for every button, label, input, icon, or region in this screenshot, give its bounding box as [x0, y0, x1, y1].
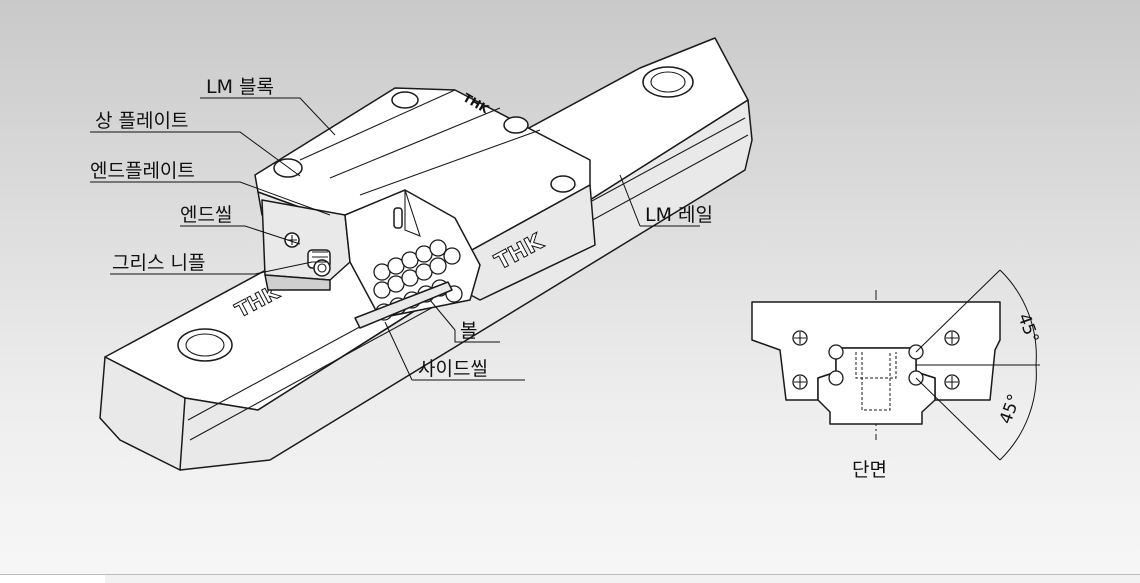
label-end-seal: 엔드씰: [180, 204, 232, 226]
block-bolt-hole-3: [503, 116, 529, 134]
label-end-plate: 엔드플레이트: [90, 160, 195, 182]
bottom-bar-left-segment: [0, 575, 105, 583]
label-lm-rail: LM 레일: [645, 204, 713, 226]
ball-row-upper: [373, 239, 461, 281]
cutaway: [344, 189, 481, 329]
block-bolt-hole-2: [391, 91, 419, 109]
cross-section-view: 45° 45°: [751, 269, 1042, 461]
label-cross-section: 단면: [852, 459, 887, 481]
ball-row-middle: [373, 257, 447, 299]
label-side-seal: 사이드씰: [418, 358, 488, 380]
bottom-bar: [0, 574, 1140, 583]
rail-bolt-hole-rear: [642, 66, 694, 98]
angle-lower-label: 45°: [996, 392, 1025, 427]
label-ball: 볼: [460, 320, 477, 342]
side-seal-strip: [354, 281, 453, 329]
block-bolt-hole-4: [550, 175, 576, 193]
label-top-plate: 상 플레이트: [95, 110, 188, 132]
leader-lines: [90, 97, 700, 381]
section-ball-upper-left: [828, 344, 844, 360]
grease-nipple-part: [307, 249, 331, 277]
label-lm-block: LM 블록: [206, 76, 274, 98]
section-ball-lower-left: [828, 370, 844, 386]
end-plate-assembly: [261, 199, 351, 291]
angle-upper-label: 45°: [1013, 311, 1042, 346]
label-grease-nipple: 그리스 니플: [112, 252, 205, 274]
